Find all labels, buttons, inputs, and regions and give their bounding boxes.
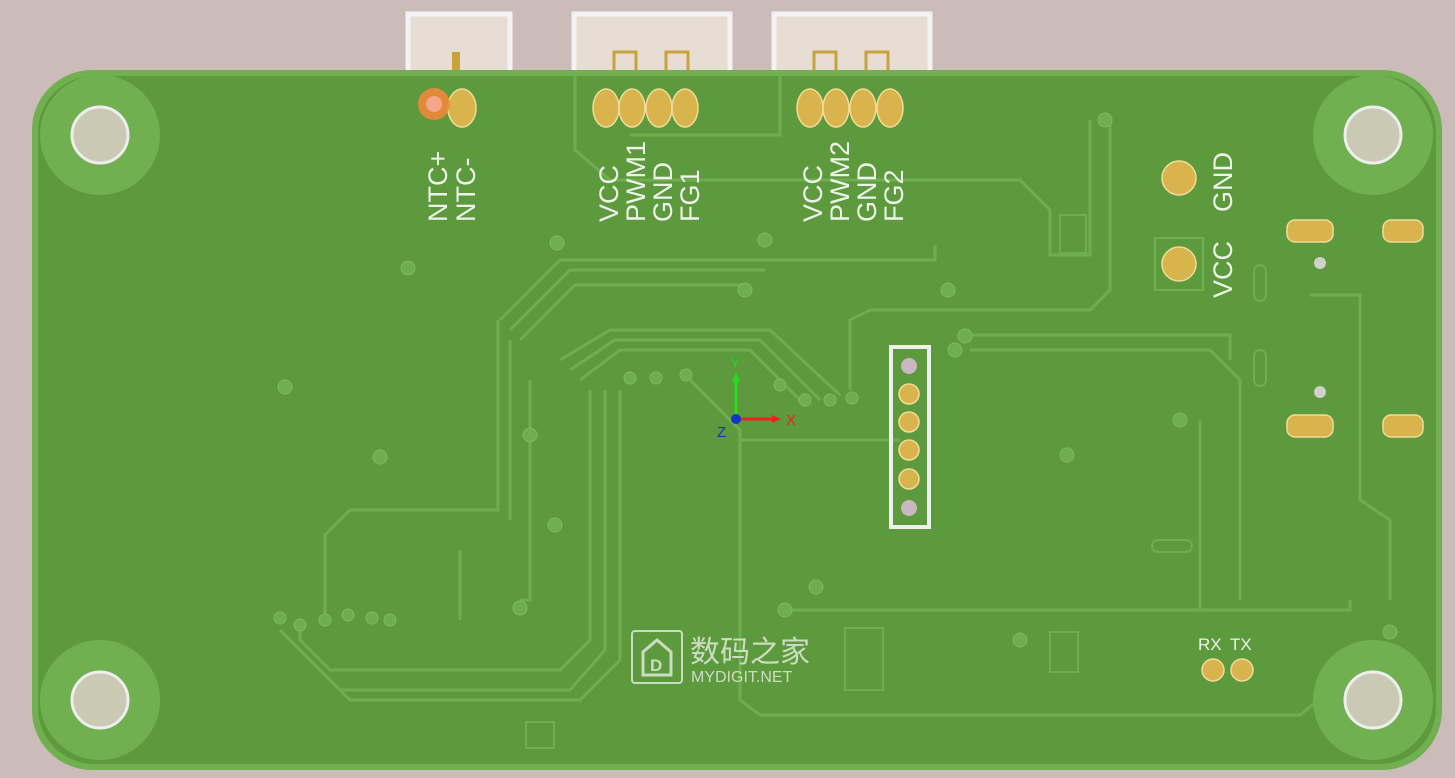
label-fan2-vcc: VCC (798, 165, 828, 222)
axis-gizmo: Y X Z (717, 356, 796, 441)
traces (278, 75, 1392, 717)
axis-y-label: Y (731, 356, 740, 371)
label-fan1-pwm: PWM1 (621, 141, 651, 222)
fan1-pads (592, 88, 699, 128)
svg-text:D: D (650, 656, 662, 675)
label-fan1-vcc: VCC (594, 165, 624, 222)
power-pads (1161, 160, 1197, 282)
label-ntc-minus: NTC- (451, 158, 481, 222)
label-rx: RX (1198, 635, 1222, 654)
uart-pads (1201, 658, 1254, 682)
label-fan2-pwm: PWM2 (825, 141, 855, 222)
vias (273, 112, 1398, 648)
connector-ntc (405, 11, 513, 77)
fan2-pads (796, 88, 904, 128)
label-gnd: GND (1208, 152, 1238, 212)
label-fan1-gnd: GND (648, 162, 678, 222)
ntc-pads (418, 88, 477, 128)
label-tx: TX (1230, 635, 1252, 654)
footprints (525, 214, 1267, 749)
label-fan2-fg: FG2 (879, 169, 909, 222)
watermark-chinese: 数码之家 (690, 635, 810, 670)
header-6pin (889, 345, 931, 529)
label-fan2-gnd: GND (852, 162, 882, 222)
connector-fan1 (571, 11, 733, 77)
watermark: D 数码之家 MYDIGIT.NET (631, 630, 810, 686)
axis-x-label: X (786, 412, 796, 429)
label-fan1-fg: FG1 (675, 169, 705, 222)
label-vcc: VCC (1208, 241, 1238, 298)
connector-fan2 (771, 11, 933, 77)
usb-pads (1286, 219, 1424, 438)
label-ntc-plus: NTC+ (423, 151, 453, 222)
mounting-holes (40, 75, 1433, 760)
axis-z-label: Z (717, 424, 726, 441)
watermark-latin: MYDIGIT.NET (691, 669, 793, 686)
